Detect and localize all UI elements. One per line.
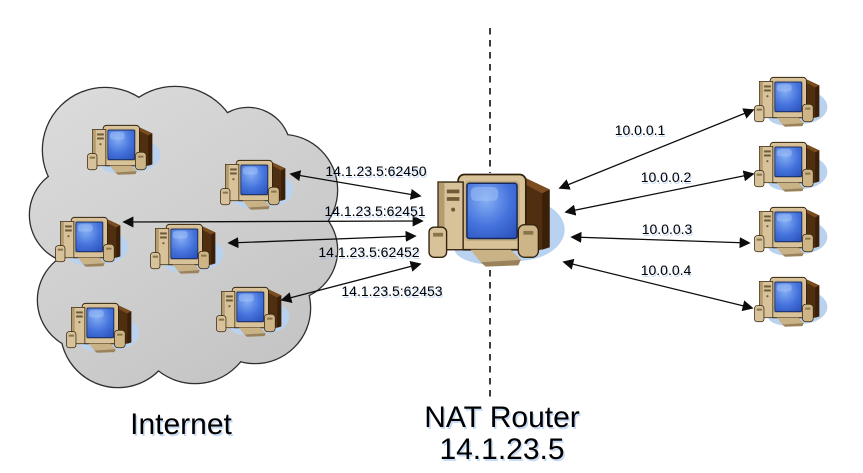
internal-host-ip-label: 10.0.0.1 (614, 122, 666, 138)
internal-host-arrow-10.0.0.4 (562, 258, 754, 312)
internal-host-pc-icon (754, 276, 828, 328)
nat-mapping-arrow-62453 (280, 261, 422, 303)
internal-host-pc-icon (754, 76, 828, 128)
internal-host-pc-icon (754, 206, 828, 258)
internal-host-arrows (558, 108, 755, 312)
internal-host-ip-label: 10.0.0.2 (640, 169, 692, 185)
nat-mapping-label: 14.1.23.5:62450 (325, 163, 427, 179)
nat-router-caption: NAT Router 14.1.23.5 (424, 402, 580, 466)
nat-mapping-arrow-62450 (289, 170, 422, 200)
nat-mapping-arrow-62451 (122, 215, 424, 228)
nat-mapping-label: 14.1.23.5:62451 (324, 203, 426, 219)
nat-router-label: NAT Router (424, 401, 580, 435)
internal-host-ip-label: 10.0.0.4 (640, 262, 692, 278)
internal-host-ip-label: 10.0.0.3 (641, 221, 693, 237)
nat-mapping-label: 14.1.23.5:62452 (318, 244, 420, 260)
internet-cloud-label: Internet (130, 408, 232, 441)
nat-mapping-label: 14.1.23.5:62453 (341, 283, 443, 299)
internal-host-arrow-10.0.0.3 (570, 231, 751, 249)
nat-router-ip-label: 14.1.23.5 (439, 433, 565, 466)
nat-router-icon (428, 173, 566, 268)
internal-host-pc-icon (754, 141, 828, 193)
internal-host-arrow-10.0.0.2 (564, 170, 755, 216)
nat-mapping-arrows (122, 170, 424, 303)
nat-mapping-arrow-62452 (227, 230, 417, 249)
